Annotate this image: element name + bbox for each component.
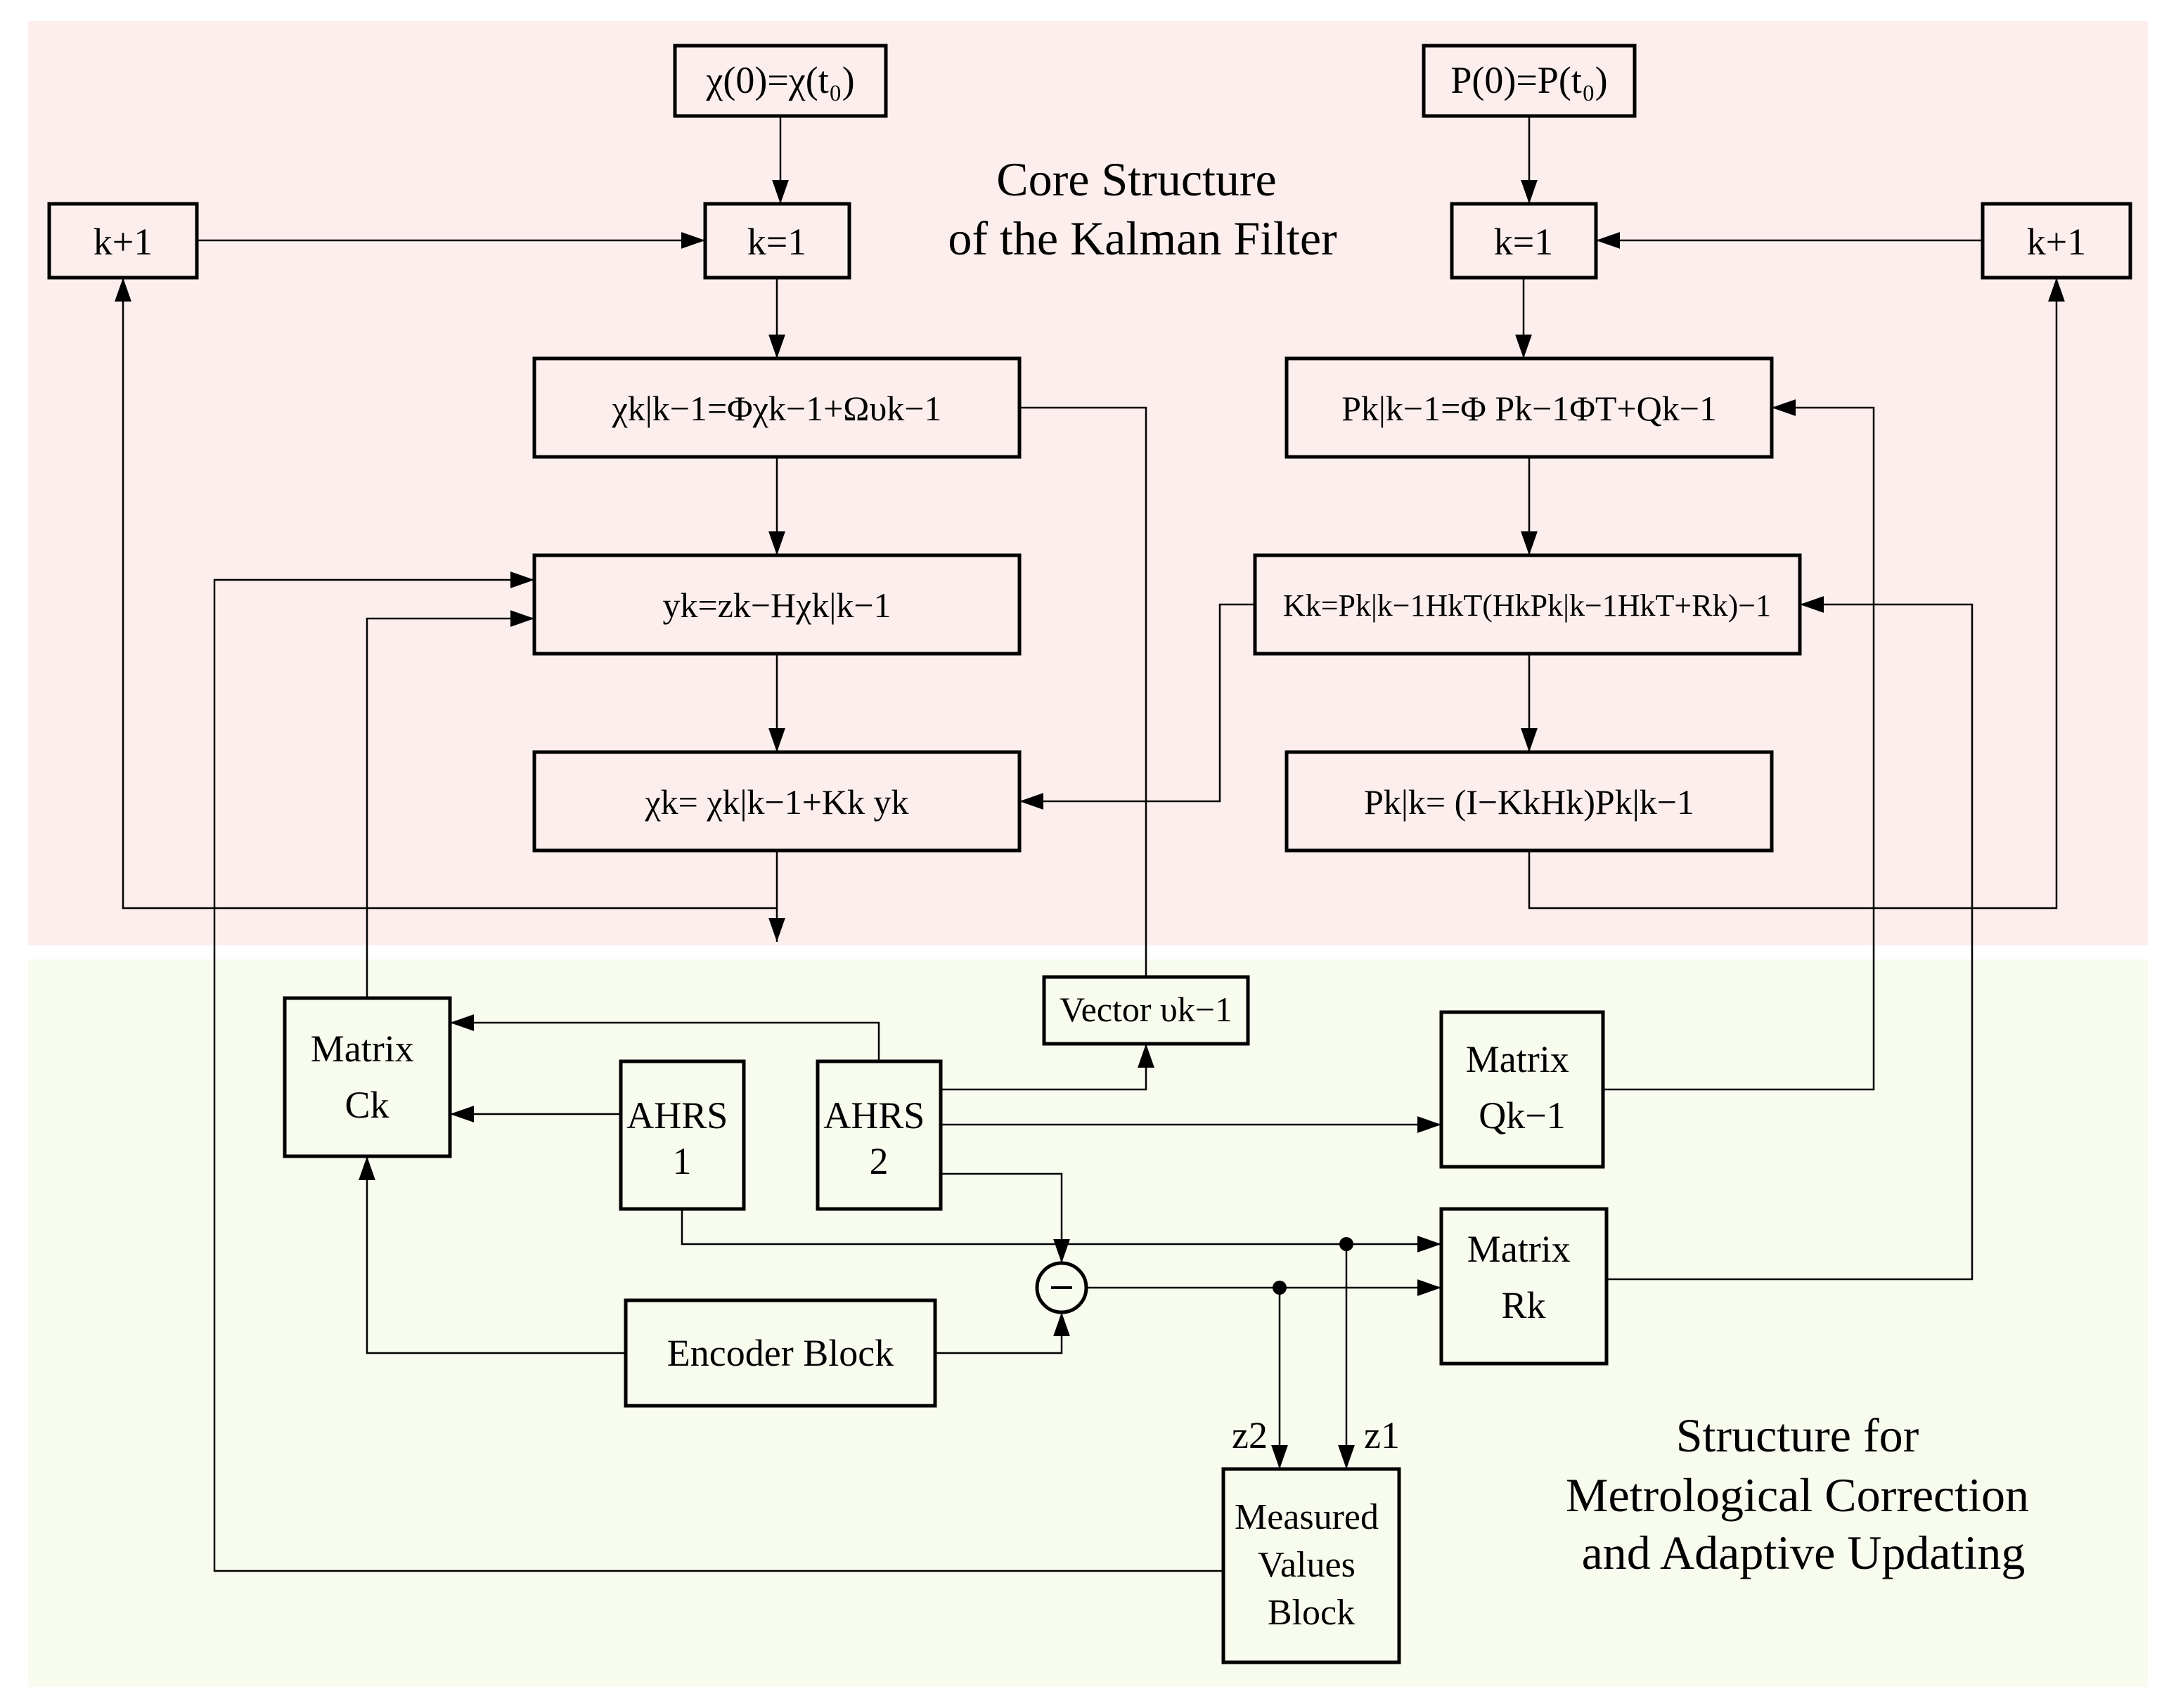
core-title: Core Structure of the Kalman Filter xyxy=(948,153,1337,265)
gain-label: Kk=Pk|k−1HkT(HkPk|k−1HkT+Rk)−1 xyxy=(1283,588,1771,623)
matrix-r-line-1: Matrix xyxy=(1467,1228,1571,1270)
matrix-r-line-2: Rk xyxy=(1501,1284,1545,1326)
chi-pred-label: χk|k−1=Φχk−1+Ωυk−1 xyxy=(612,389,942,428)
matrix-c-label: Matrix Ck xyxy=(311,1028,423,1126)
correction-region xyxy=(28,959,2148,1687)
measured-line-1: Measured xyxy=(1235,1497,1379,1537)
p-init-label: P(0)=P(t₀) xyxy=(1450,59,1607,101)
core-title-line-2: of the Kalman Filter xyxy=(948,212,1337,265)
kp1-left-label: k+1 xyxy=(94,221,153,263)
chi-upd-label: χk= χk|k−1+Kk yk xyxy=(644,782,908,822)
correction-title-line-2: Metrological Correction xyxy=(1566,1468,2029,1522)
junction-dot-z2 xyxy=(1273,1281,1287,1295)
correction-title-line-1: Structure for xyxy=(1676,1409,1919,1462)
kp1-right-label: k+1 xyxy=(2027,221,2086,263)
matrix-q-line-1: Matrix xyxy=(1466,1038,1569,1080)
correction-connectors xyxy=(213,399,1974,1572)
matrix-q-line-2: Qk−1 xyxy=(1479,1094,1565,1137)
ahrs1-line-1: AHRS xyxy=(626,1094,728,1137)
measured-box xyxy=(1221,1467,1401,1664)
core-title-line-1: Core Structure xyxy=(996,153,1276,206)
ahrs1-label: AHRS 1 xyxy=(626,1094,738,1182)
matrix-r-box xyxy=(1439,1207,1609,1366)
ahrs2-line-1: AHRS xyxy=(823,1094,925,1137)
z2-label: z2 xyxy=(1232,1414,1268,1456)
p-pred-label: Pk|k−1=Φ Pk−1ΦT+Qk−1 xyxy=(1341,389,1717,428)
z1-label: z1 xyxy=(1364,1414,1400,1456)
core-region xyxy=(28,21,2148,945)
chi-init-label: χ(0)=χ(t₀) xyxy=(705,59,854,101)
ahrs1-line-2: 1 xyxy=(673,1140,692,1182)
vector-u-label: Vector υk−1 xyxy=(1060,990,1232,1029)
matrix-r-label: Matrix Rk xyxy=(1467,1228,1580,1326)
measured-line-2: Values xyxy=(1258,1545,1356,1585)
k-left-label: k=1 xyxy=(747,221,806,263)
junction-dot-z1 xyxy=(1339,1237,1353,1251)
correction-title-line-3: and Adaptive Updating xyxy=(1582,1526,2026,1579)
ahrs2-line-2: 2 xyxy=(870,1140,889,1182)
ahrs2-label: AHRS 2 xyxy=(823,1094,934,1182)
core-connectors xyxy=(115,116,2065,977)
matrix-c-line-2: Ck xyxy=(345,1084,389,1126)
correction-title: Structure for Metrological Correction an… xyxy=(1566,1409,2041,1579)
matrix-q-label: Matrix Qk−1 xyxy=(1466,1038,1578,1137)
k-right-label: k=1 xyxy=(1494,221,1553,263)
y-innov-label: yk=zk−Hχk|k−1 xyxy=(662,585,891,625)
measured-line-3: Block xyxy=(1268,1593,1355,1633)
measured-label: Measured Values Block xyxy=(1235,1497,1388,1633)
encoder-label: Encoder Block xyxy=(667,1332,894,1374)
matrix-c-line-1: Matrix xyxy=(311,1028,414,1070)
p-upd-label: Pk|k= (I−KkHk)Pk|k−1 xyxy=(1364,782,1694,822)
